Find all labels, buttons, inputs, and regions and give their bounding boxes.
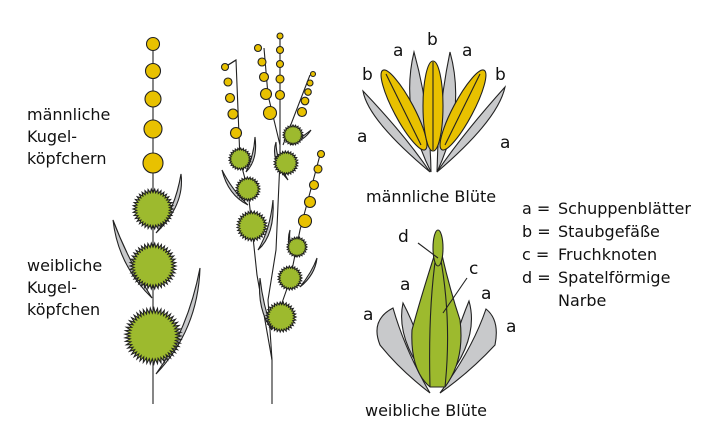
- male-flower-head: [274, 89, 286, 101]
- female-flower-head: [131, 187, 175, 231]
- legend-text: Staubgefäße: [558, 222, 660, 241]
- male-flower-head: [142, 152, 164, 174]
- legend-row: Narbe: [522, 289, 691, 312]
- stigma: [432, 229, 444, 267]
- letter-b: b: [427, 30, 438, 50]
- male-flower-head: [316, 149, 326, 159]
- scale-leaf: [362, 89, 431, 173]
- female-flower: [376, 229, 497, 394]
- male-flower-head: [144, 62, 162, 80]
- bract: [257, 199, 274, 251]
- middle-stem: [267, 36, 281, 404]
- legend-key: [522, 289, 558, 312]
- legend-key: c =: [522, 245, 550, 264]
- letter-b: b: [495, 65, 506, 85]
- legend-text: Spatelförmige: [558, 268, 671, 287]
- letter-c: c: [469, 259, 479, 279]
- letter-b: b: [362, 65, 373, 85]
- scale-leaf: [439, 308, 497, 394]
- male-flower-head: [224, 92, 236, 104]
- female-flower-head: [235, 209, 269, 243]
- bract: [245, 136, 257, 173]
- letter-a: a: [400, 275, 411, 295]
- male-flower-head: [229, 126, 243, 140]
- male-flower-label: männliche Blüte: [366, 187, 497, 206]
- male-flower-head: [259, 87, 273, 101]
- letter-a: a: [481, 284, 492, 304]
- letter-a: a: [462, 41, 473, 61]
- male-flower-head: [313, 164, 323, 174]
- male-flower-head: [143, 119, 163, 139]
- male-flower-head: [145, 36, 161, 52]
- stamen: [439, 69, 487, 151]
- letter-a: a: [363, 305, 374, 325]
- male-flower-head: [276, 32, 284, 40]
- female-flower-head: [264, 300, 298, 334]
- bract: [112, 219, 153, 299]
- male-heads-label: männliche Kugel- köpfchern: [27, 104, 110, 170]
- male-flower-head: [306, 79, 314, 87]
- letter-a: a: [500, 133, 511, 153]
- female-flower-head: [123, 305, 183, 367]
- branch-stem: [275, 154, 321, 321]
- legend: a = Schuppenblätter b = Staubgefäße c = Fru…: [522, 197, 691, 312]
- bract: [221, 169, 249, 206]
- legend-text: Narbe: [558, 291, 607, 310]
- bract: [299, 257, 318, 288]
- male-flower-head: [300, 96, 310, 106]
- legend-row: c = Fruchknoten: [522, 243, 691, 266]
- male-flower-head: [303, 195, 317, 209]
- male-flower-head: [253, 43, 263, 53]
- male-flower-head: [144, 90, 162, 108]
- label-line: weibliche: [27, 256, 103, 275]
- female-flower-head: [285, 235, 309, 259]
- male-flower-head: [223, 77, 233, 87]
- letter-a: a: [357, 127, 368, 147]
- label-line: Kugel-: [27, 127, 78, 146]
- female-flower-label: weibliche Blüte: [365, 401, 487, 420]
- legend-text: Fruchknoten: [558, 245, 658, 264]
- legend-row: a = Schuppenblätter: [522, 197, 691, 220]
- male-flower-head: [258, 71, 270, 83]
- legend-key: b =: [522, 222, 551, 241]
- letter-d: d: [398, 227, 409, 247]
- letter-a: a: [393, 41, 404, 61]
- female-flower-head: [276, 264, 304, 292]
- male-flower-head: [296, 106, 308, 118]
- label-line: männliche: [27, 105, 111, 124]
- male-flower-head: [257, 57, 267, 67]
- female-flower-head: [272, 149, 300, 177]
- legend-text: Schuppenblätter: [558, 199, 691, 218]
- male-flower-head: [304, 88, 312, 96]
- female-flower-head: [227, 146, 253, 172]
- legend-row: d = Spatelförmige: [522, 266, 691, 289]
- male-flower-head: [308, 179, 320, 191]
- label-line: köpfchern: [27, 149, 107, 168]
- letter-a: a: [506, 317, 517, 337]
- male-flower-head: [220, 62, 230, 72]
- female-flower-head: [234, 175, 262, 203]
- male-flower-head: [227, 108, 239, 120]
- female-heads-label: weibliche Kugel- köpfchen: [27, 255, 102, 321]
- legend-key: a =: [522, 199, 551, 218]
- ovary: [411, 249, 462, 388]
- bract: [258, 277, 273, 331]
- label-line: köpfchen: [27, 300, 101, 319]
- female-flower-head: [281, 123, 305, 147]
- male-flower-head: [297, 213, 313, 229]
- label-line: Kugel-: [27, 278, 78, 297]
- male-flower-head: [262, 105, 278, 121]
- male-flower: [362, 49, 506, 173]
- legend-key: d =: [522, 268, 551, 287]
- female-flower-head: [128, 241, 178, 291]
- male-flower-head: [309, 70, 317, 78]
- male-flower-head: [275, 59, 285, 69]
- legend-row: b = Staubgefäße: [522, 220, 691, 243]
- male-flower-head: [275, 74, 285, 84]
- bract: [155, 267, 201, 375]
- male-flower-head: [275, 45, 285, 55]
- bract: [155, 173, 183, 234]
- scale-leaf: [376, 307, 431, 394]
